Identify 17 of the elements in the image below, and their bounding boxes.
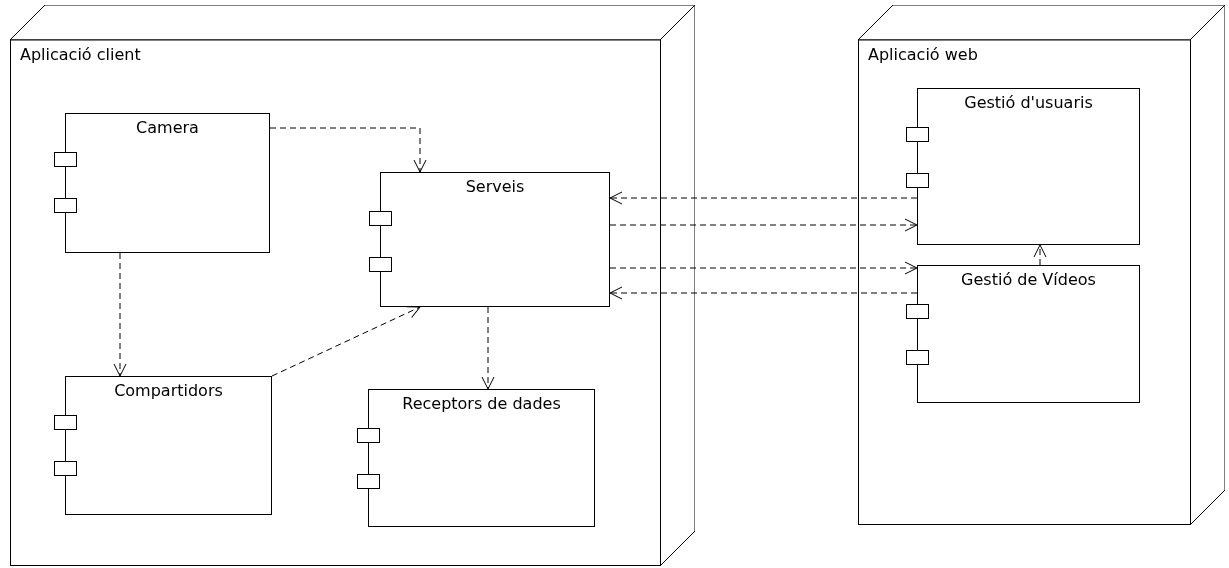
dependency-arrow: [271, 306, 421, 377]
dependency-arrow: [269, 127, 427, 173]
component-name: Camera: [135, 117, 200, 139]
dependency-arrow: [1033, 244, 1047, 266]
node-title: Aplicació client: [20, 44, 141, 66]
component-name: Gestió d'usuaris: [963, 92, 1094, 114]
node-title: Aplicació web: [868, 44, 978, 66]
dependency-arrow: [609, 261, 918, 275]
component-name: Serveis: [464, 176, 526, 198]
component-name: Compartidors: [113, 380, 224, 402]
dependency-arrow: [609, 218, 918, 232]
dependency-arrow: [113, 252, 127, 377]
component-name: Receptors de dades: [401, 393, 562, 415]
dependency-arrow: [609, 286, 918, 300]
component-name: Gestió de Vídeos: [960, 269, 1097, 291]
dependency-arrow: [481, 306, 495, 390]
dependency-arrow: [609, 191, 918, 205]
